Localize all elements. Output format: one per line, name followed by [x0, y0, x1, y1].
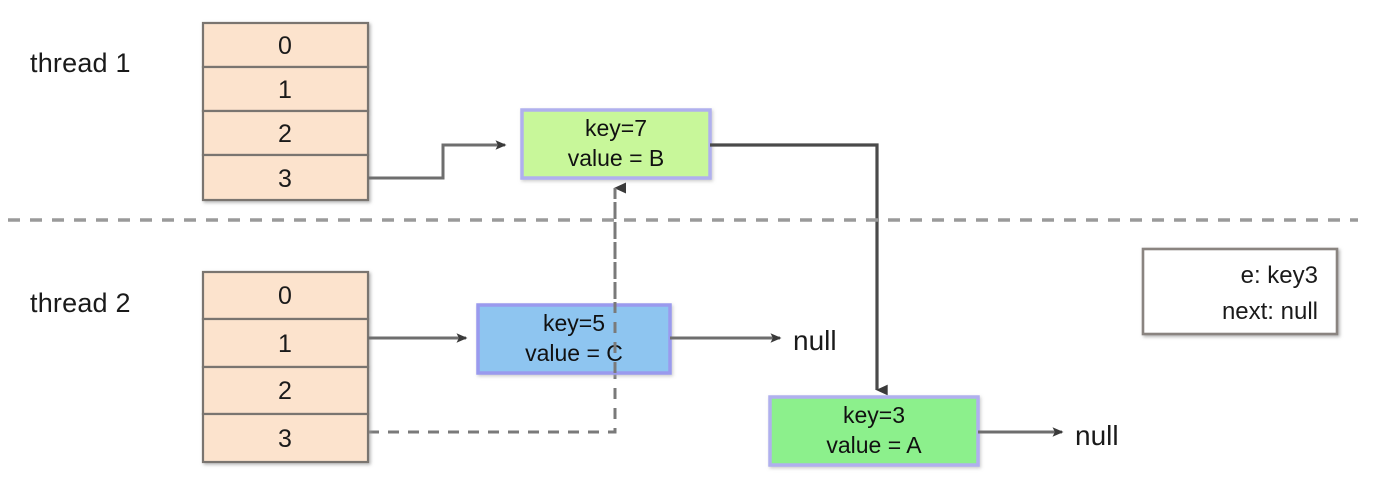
thread-1-cell-1-label: 1 — [278, 76, 292, 104]
edge-t1-bucket3-to-key7 — [368, 140, 507, 180]
thread-1-array — [201, 21, 370, 202]
thread-2-cell-3-label: 3 — [278, 425, 292, 453]
thread-2-cell-3[interactable] — [201, 412, 370, 464]
state-legend-box — [1141, 247, 1339, 336]
node-key3-key: key=3 — [843, 402, 905, 428]
node-key7-value: value = B — [568, 145, 665, 171]
state-legend-line-e: e: key3 — [1241, 262, 1318, 289]
thread-2-array — [201, 270, 370, 464]
state-legend-line-next: next: null — [1222, 298, 1318, 325]
node-key3-value: value = A — [826, 432, 922, 458]
thread-1-cell-0-label: 0 — [278, 32, 292, 60]
node-key5-key: key=5 — [543, 310, 605, 336]
node-key5-box[interactable] — [476, 303, 672, 375]
node-key5-value: value = C — [525, 340, 623, 366]
thread-2-cell-2-label: 2 — [278, 377, 292, 405]
thread-2-cell-2[interactable] — [201, 365, 370, 416]
thread-2-cell-1-label: 1 — [278, 330, 292, 358]
node-key7-box[interactable] — [520, 108, 712, 180]
thread-2-cell-0[interactable] — [201, 270, 370, 321]
node-key3[interactable]: key=3 value = A — [768, 395, 980, 467]
state-legend-rect — [1141, 247, 1339, 336]
null-label-after-key5: null — [793, 325, 837, 356]
thread-2-cell-0-label: 0 — [278, 282, 292, 310]
node-key7[interactable]: key=7 value = B — [520, 108, 712, 180]
thread-2-cell-1[interactable] — [201, 317, 370, 369]
thread-1-cell-2-label: 2 — [278, 120, 292, 148]
thread-2-label: thread 2 — [30, 288, 131, 318]
thread-1-cell-3-label: 3 — [278, 165, 292, 193]
null-label-after-key3: null — [1075, 420, 1119, 451]
thread-1-label: thread 1 — [30, 48, 131, 78]
edge-key7-to-key3 — [710, 143, 888, 396]
node-key7-key: key=7 — [585, 115, 647, 141]
node-key3-box[interactable] — [768, 395, 980, 467]
node-key5[interactable]: key=5 value = C — [476, 303, 672, 375]
thread-1-cell-0[interactable] — [201, 21, 370, 69]
thread-1-cell-1[interactable] — [201, 65, 370, 113]
